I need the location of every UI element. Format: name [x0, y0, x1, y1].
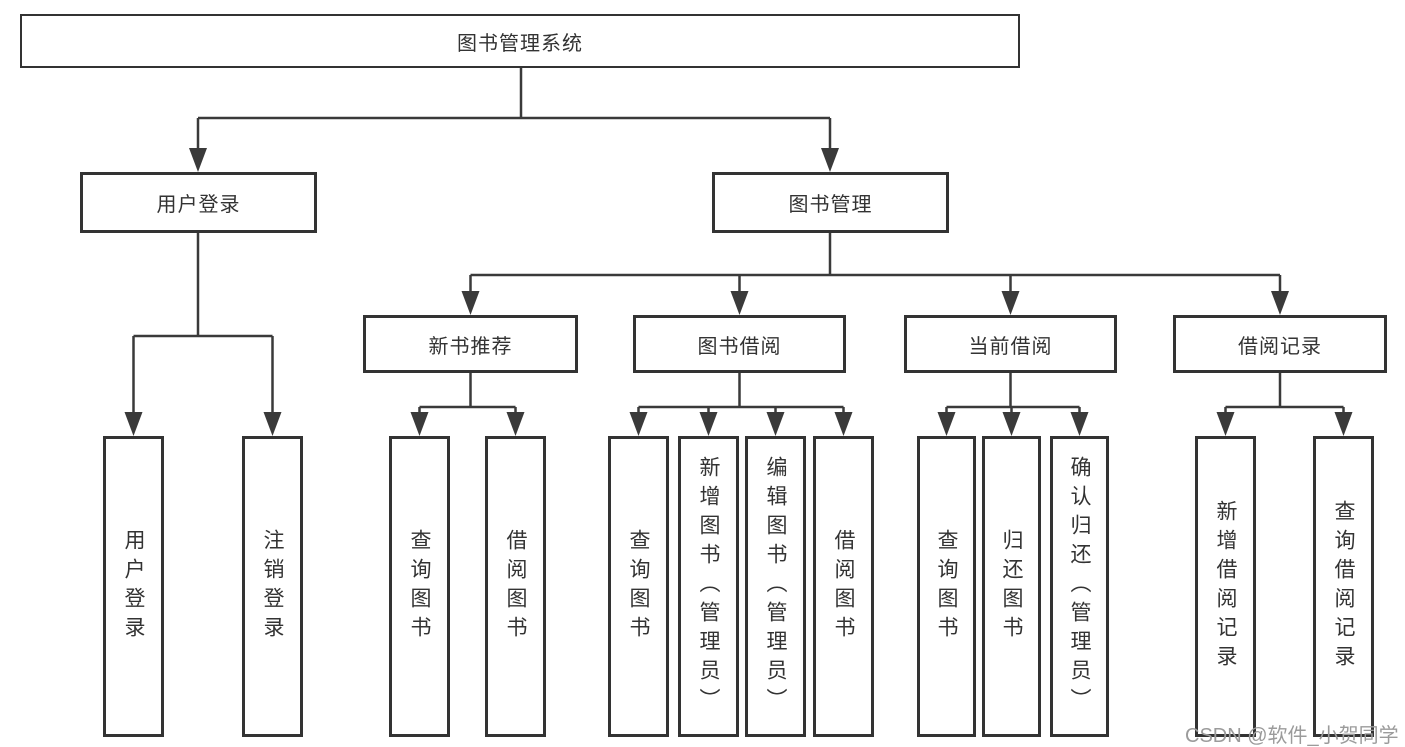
node-label: 借阅图书	[832, 528, 855, 645]
node-root: 图书管理系统	[20, 14, 1020, 68]
node-user-login-leaf: 用户登录	[103, 436, 164, 737]
node-label: 查询图书	[935, 528, 958, 645]
node-query-borrow-record: 查询借阅记录	[1313, 436, 1374, 737]
arrowheads	[124, 148, 1353, 436]
node-confirm-return-admin: 确认归还（管理员）	[1050, 436, 1109, 737]
node-label: 注销登录	[261, 528, 284, 645]
node-borrow-books-recommend: 借阅图书	[485, 436, 546, 737]
node-current-borrow: 当前借阅	[904, 315, 1117, 373]
node-label: 借阅图书	[504, 528, 527, 645]
node-book-management: 图书管理	[712, 172, 949, 233]
node-label: 当前借阅	[968, 335, 1053, 358]
node-label: 用户登录	[156, 194, 241, 216]
node-label: 新书推荐	[428, 335, 513, 358]
node-query-books-recommend: 查询图书	[389, 436, 450, 737]
node-return-book: 归还图书	[982, 436, 1041, 737]
node-query-books-current: 查询图书	[917, 436, 976, 737]
node-label: 新增图书（管理员）	[697, 456, 720, 717]
node-label: 编辑图书（管理员）	[764, 456, 787, 717]
node-label: 归还图书	[1000, 528, 1023, 645]
node-book-borrow: 图书借阅	[633, 315, 846, 373]
node-label: 新增借阅记录	[1214, 499, 1237, 674]
node-new-book-recommend: 新书推荐	[363, 315, 578, 373]
node-label: 查询借阅记录	[1332, 499, 1355, 674]
node-query-books-borrow: 查询图书	[608, 436, 669, 737]
node-label: 图书管理	[788, 194, 873, 216]
node-add-borrow-record: 新增借阅记录	[1195, 436, 1256, 737]
node-label: 查询图书	[627, 528, 650, 645]
node-label: 借阅记录	[1238, 335, 1322, 358]
node-edit-book-admin: 编辑图书（管理员）	[745, 436, 806, 737]
node-borrow-books-leaf: 借阅图书	[813, 436, 874, 737]
node-add-book-admin: 新增图书（管理员）	[678, 436, 739, 737]
node-label: 图书管理系统	[457, 32, 583, 55]
node-borrow-records: 借阅记录	[1173, 315, 1387, 373]
node-logout-leaf: 注销登录	[242, 436, 303, 737]
node-label: 查询图书	[408, 528, 431, 645]
node-label: 用户登录	[122, 528, 145, 645]
node-label: 确认归还（管理员）	[1068, 456, 1091, 717]
node-user-login: 用户登录	[80, 172, 317, 233]
node-label: 图书借阅	[697, 335, 782, 358]
csdn-watermark: CSDN @软件_小贺同学	[1185, 725, 1399, 747]
